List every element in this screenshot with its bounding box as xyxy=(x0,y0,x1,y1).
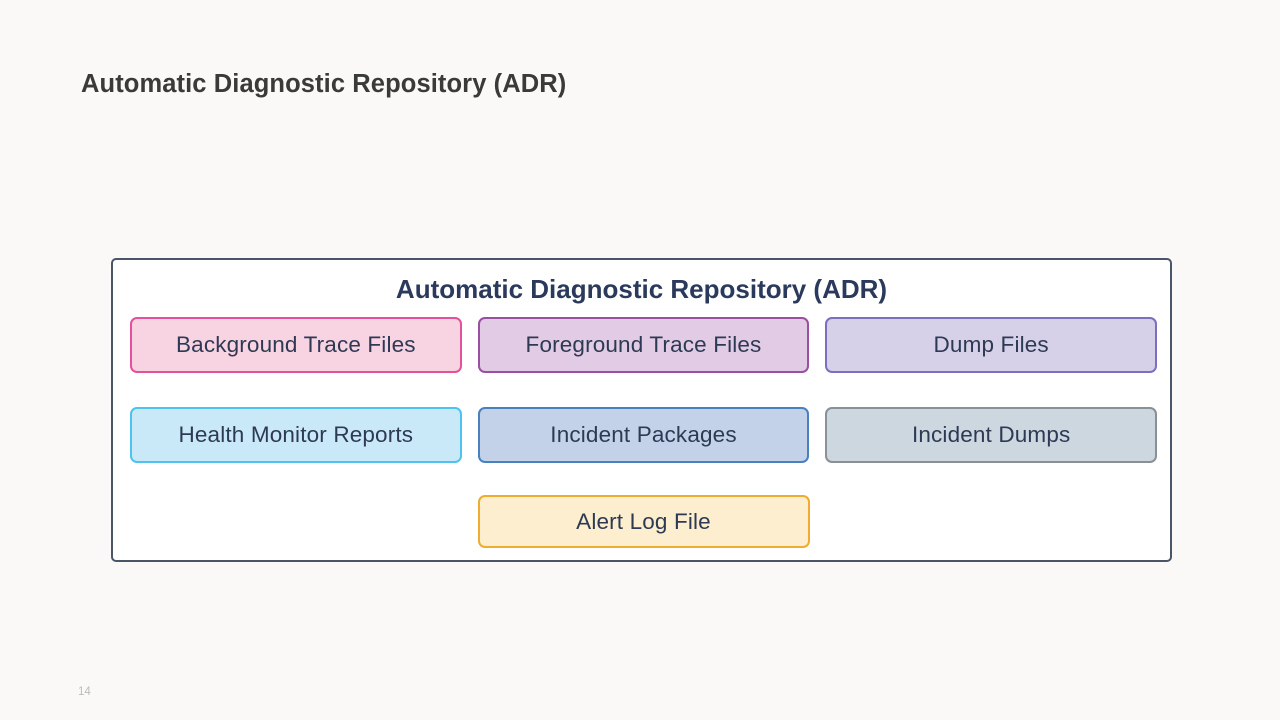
diagram-row-3: Alert Log File xyxy=(130,495,1157,548)
node-background-trace-files: Background Trace Files xyxy=(130,317,462,373)
page-title: Automatic Diagnostic Repository (ADR) xyxy=(81,70,567,98)
diagram-title: Automatic Diagnostic Repository (ADR) xyxy=(395,274,888,304)
node-label: Health Monitor Reports xyxy=(178,422,414,447)
node-label: Foreground Trace Files xyxy=(525,332,762,357)
page-number: 14 xyxy=(78,686,91,698)
node-label: Background Trace Files xyxy=(176,332,416,357)
node-foreground-trace-files: Foreground Trace Files xyxy=(477,317,810,373)
node-incident-dumps: Incident Dumps xyxy=(825,407,1158,463)
node-health-monitor-reports: Health Monitor Reports xyxy=(130,407,462,463)
diagram-row-1: Background Trace Files Foreground Trace … xyxy=(130,317,1158,373)
diagram-row-2: Health Monitor Reports Incident Packages… xyxy=(130,407,1158,463)
node-label: Incident Dumps xyxy=(911,422,1071,447)
adr-diagram-container: Automatic Diagnostic Repository (ADR) Ba… xyxy=(111,258,1172,562)
node-incident-packages: Incident Packages xyxy=(477,407,810,463)
node-label: Dump Files xyxy=(933,332,1049,357)
node-alert-log-file: Alert Log File xyxy=(477,495,810,548)
node-label: Alert Log File xyxy=(576,508,711,534)
node-dump-files: Dump Files xyxy=(825,317,1158,373)
node-label: Incident Packages xyxy=(550,422,737,447)
